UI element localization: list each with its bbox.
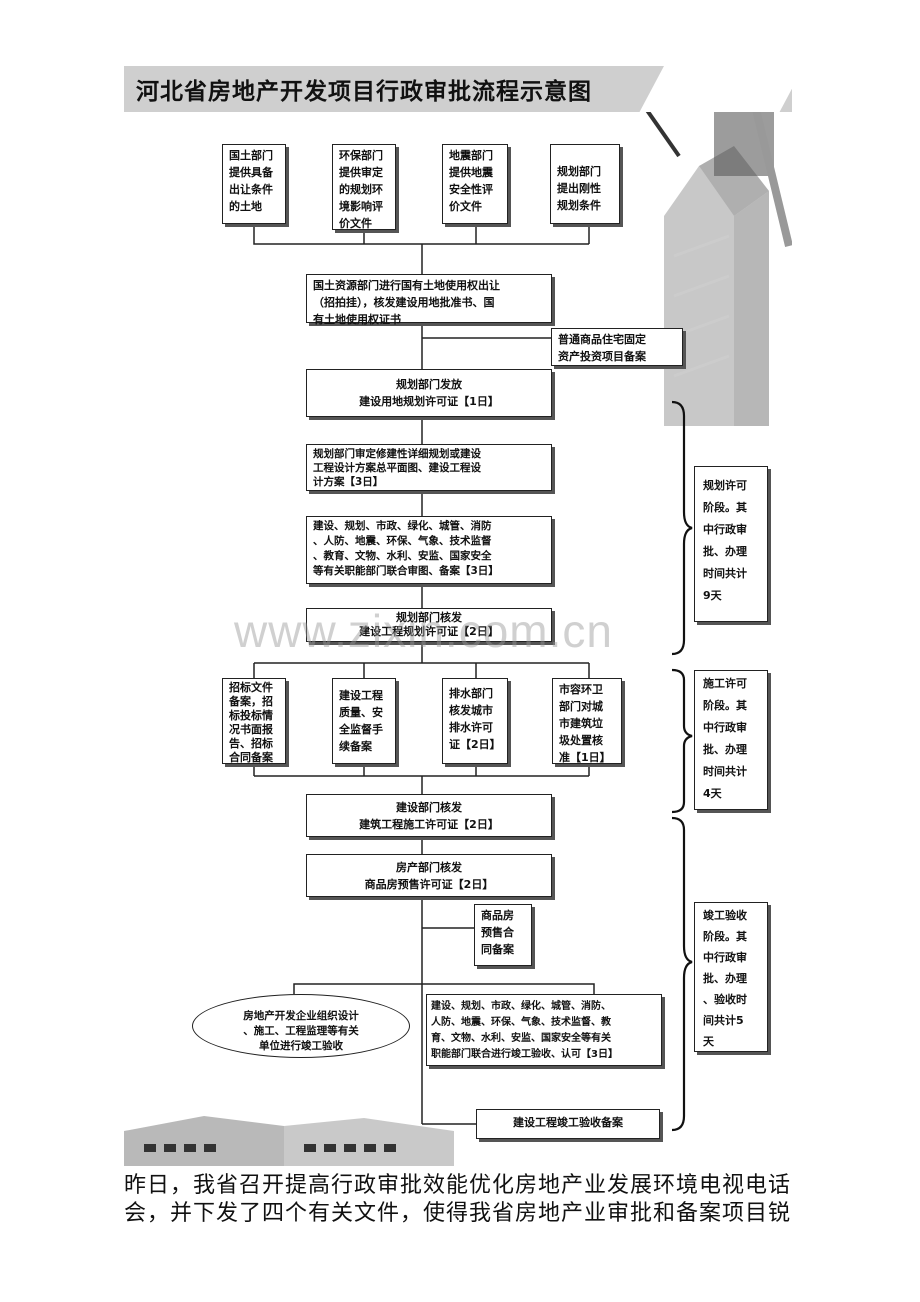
node-presale-contract: 商品房 预售合 同备案 <box>474 904 532 966</box>
node-investment-filing: 普通商品住宅固定 资产投资项目备案 <box>551 328 683 366</box>
node-quake-dept: 地震部门 提供地震 安全性评 价文件 <box>442 144 508 224</box>
stage-note-construction: 施工许可 阶段。其 中行政审 批、办理 时间共计 4天 <box>694 670 768 810</box>
node-land-transfer: 国土资源部门进行国有土地使用权出让 （招拍挂），核发建设用地批准书、国 有土地使… <box>306 274 552 326</box>
node-plan-dept: 规划部门 提出刚性 规划条件 <box>550 144 620 224</box>
node-quality-filing: 建设工程 质量、安 全监督手 续备案 <box>332 678 396 764</box>
watermark: www.zixin.com.cn <box>234 605 613 657</box>
flowchart-figure: 河北省房地产开发项目行政审批流程示意图 国土部门 提供具备 出让条件 的土地 环… <box>124 66 792 1166</box>
node-waste-approval: 市容环卫 部门对城 市建筑垃 圾处置核 准【1日】 <box>552 678 622 764</box>
stage-note-planning: 规划许可 阶段。其 中行政审 批、办理 时间共计 9天 <box>694 466 768 622</box>
connector <box>253 642 590 678</box>
stage-brace-completion <box>671 816 693 1132</box>
building-illustration-bottom <box>124 1116 454 1166</box>
stage-note-completion: 竣工验收 阶段。其 中行政审 批、办理 、验收时 间共计5 天 <box>694 902 768 1052</box>
node-land-dept: 国土部门 提供具备 出让条件 的土地 <box>222 144 286 224</box>
node-construction-permit: 建设部门核发 建筑工程施工许可证【2日】 <box>306 794 552 837</box>
stage-brace-planning <box>671 400 693 656</box>
node-joint-review: 建设、规划、市政、绿化、城管、消防 、人防、地震、环保、气象、技术监督 、教育、… <box>306 516 552 584</box>
node-developer-acceptance: 房地产开发企业组织设计 、施工、工程监理等有关 单位进行竣工验收 <box>192 994 410 1058</box>
caption-line-1: 昨日，我省召开提高行政审批效能优化房地产业发展环境电视电话 <box>124 1173 792 1198</box>
node-presale-permit: 房产部门核发 商品房预售许可证【2日】 <box>306 854 552 897</box>
connector <box>293 983 595 994</box>
connector-lines <box>253 224 693 1132</box>
node-drainage-permit: 排水部门 核发城市 排水许可 证【2日】 <box>442 678 508 764</box>
connector <box>421 323 551 369</box>
node-env-dept: 环保部门 提供审定 的规划环 境影响评 价文件 <box>332 144 396 230</box>
node-design-review: 规划部门审定修建性详细规划或建设 工程设计方案总平面图、建设工程设 计方案【3日… <box>306 444 552 491</box>
node-land-use-permit: 规划部门发放 建设用地规划许可证【1日】 <box>306 369 552 417</box>
stage-brace-construction <box>671 668 693 814</box>
node-tender-filing: 招标文件 备案，招 标投标情 况书面报 告、招标 合同备案 <box>222 678 286 764</box>
node-completion-filing: 建设工程竣工验收备案 <box>476 1109 660 1139</box>
title-bar: 河北省房地产开发项目行政审批流程示意图 <box>124 66 792 112</box>
node-joint-acceptance: 建设、规划、市政、绿化、城管、消防、 人防、地震、环保、气象、技术监督、教 育、… <box>426 994 662 1066</box>
caption-line-2: 会，并下发了四个有关文件，使得我省房地产业审批和备案项目锐 <box>124 1201 792 1226</box>
connector <box>253 764 590 794</box>
node-eng-plan-permit: 规划部门核发 建设工程规划许可证【2日】 <box>306 608 552 642</box>
connector <box>421 897 474 1124</box>
diagram-title: 河北省房地产开发项目行政审批流程示意图 <box>136 79 592 105</box>
connector <box>253 224 590 274</box>
